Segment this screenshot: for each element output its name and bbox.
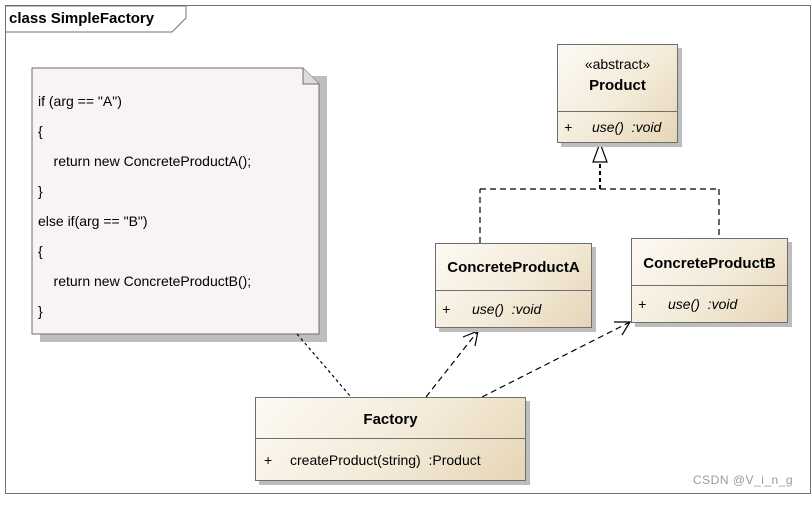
note-line: } — [38, 183, 43, 199]
note-link — [296, 333, 352, 398]
concrete-product-a-name: ConcreteProductA — [447, 259, 580, 276]
note-line: { — [38, 243, 43, 259]
factory-op-signature: createProduct(string) :Product — [290, 452, 481, 468]
concrete-product-b-name: ConcreteProductB — [643, 255, 776, 272]
factory-name: Factory — [363, 411, 418, 428]
realization-connector — [479, 162, 720, 243]
product-name: Product — [589, 77, 646, 94]
note-line: return new ConcreteProductA(); — [38, 153, 252, 169]
concrete-product-a-op-visibility: + — [442, 301, 451, 317]
note-line: return new ConcreteProductB(); — [38, 273, 252, 289]
connectors-layer — [6, 5, 720, 398]
watermark: CSDN @V_i_n_g — [693, 473, 794, 487]
concrete-product-b-op-signature: use() :void — [668, 296, 738, 312]
factory-op-visibility: + — [264, 452, 273, 468]
note-line: if (arg == "A") — [38, 93, 122, 109]
factory-operation: + createProduct(string) :Product — [256, 439, 525, 482]
class-product[interactable]: «abstract» Product + use() :void — [557, 44, 678, 143]
note-line: } — [38, 303, 43, 319]
product-op-visibility: + — [564, 119, 573, 135]
dependency-factory-to-b — [481, 321, 632, 398]
frame-tab-shape — [6, 5, 187, 33]
concrete-product-a-op-signature: use() :void — [472, 301, 542, 317]
class-concrete-product-b[interactable]: ConcreteProductB + use() :void — [631, 238, 788, 323]
note-line: { — [38, 123, 43, 139]
concrete-product-a-operation: + use() :void — [436, 291, 591, 328]
dependency-factory-to-a — [425, 330, 479, 398]
note-body — [31, 67, 320, 335]
note-line: else if(arg == "B") — [38, 213, 148, 229]
frame-title: class SimpleFactory — [9, 10, 155, 27]
product-stereotype: «abstract» — [584, 56, 651, 72]
class-concrete-product-a[interactable]: ConcreteProductA + use() :void — [435, 243, 592, 328]
concrete-product-b-op-visibility: + — [638, 296, 647, 312]
class-factory[interactable]: Factory + createProduct(string) :Product — [255, 397, 526, 481]
realization-arrowhead — [592, 141, 608, 163]
product-op-signature: use() :void — [592, 119, 662, 135]
diagram-frame — [5, 5, 811, 494]
product-operation: + use() :void — [558, 112, 677, 143]
concrete-product-b-operation: + use() :void — [632, 286, 787, 323]
note-fold — [302, 68, 319, 85]
